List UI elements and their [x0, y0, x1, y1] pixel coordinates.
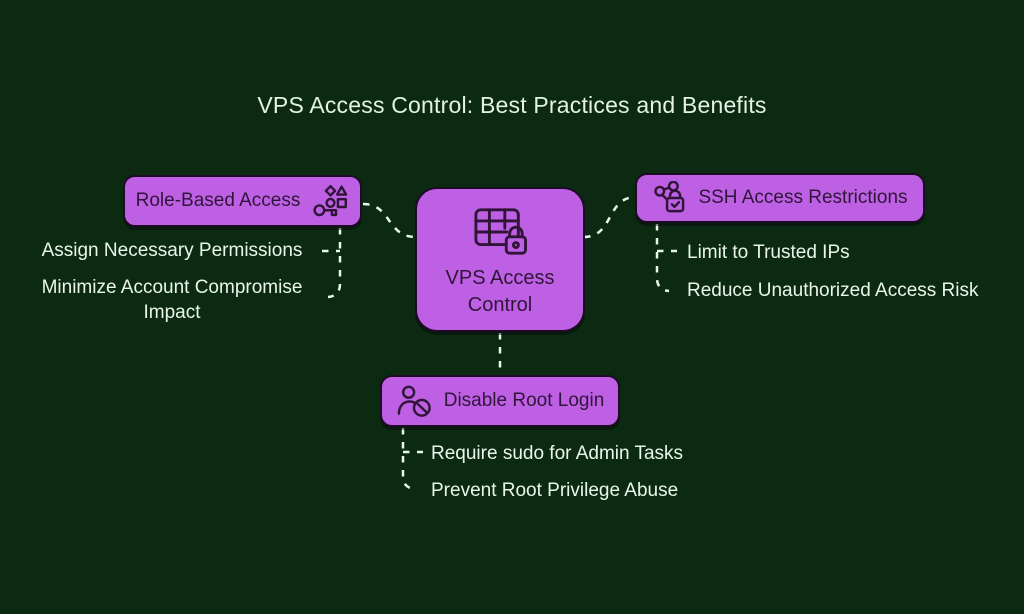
user-block-icon	[396, 384, 433, 418]
connector-left-to-center	[362, 202, 417, 239]
list-item: Limit to Trusted IPs	[687, 242, 850, 263]
connector-bottom-branch	[401, 428, 416, 491]
node-disable-root-login: Disable Root Login	[380, 375, 620, 427]
node-role-based-access: Role-Based Access	[123, 175, 362, 227]
list-item: Assign Necessary Permissions	[41, 240, 303, 261]
node-label: Role-Based Access	[135, 190, 301, 211]
page-title: VPS Access Control: Best Practices and B…	[257, 92, 767, 118]
ssh-access-restrictions-items: Limit to Trusted IPs Reduce Unauthorized…	[687, 240, 1017, 303]
connector-left-branch	[327, 228, 342, 299]
node-label: Disable Root Login	[443, 390, 605, 411]
database-lock-icon	[469, 205, 531, 259]
list-item: Minimize Account Compromise Impact	[41, 277, 303, 323]
role-based-access-items: Assign Necessary Permissions Minimize Ac…	[12, 238, 332, 325]
disable-root-login-items: Require sudo for Admin Tasks Prevent Roo…	[431, 441, 751, 503]
node-vps-access-control: VPS Access Control	[415, 187, 585, 332]
list-item: Require sudo for Admin Tasks	[431, 443, 684, 464]
list-item: Prevent Root Privilege Abuse	[431, 480, 679, 501]
node-label: SSH Access Restrictions	[698, 187, 908, 208]
node-label: VPS Access Control	[445, 266, 555, 316]
node-ssh-access-restrictions: SSH Access Restrictions	[635, 173, 925, 223]
connector-center-to-right	[583, 195, 637, 239]
list-item: Reduce Unauthorized Access Risk	[687, 280, 979, 301]
key-shapes-icon	[312, 184, 349, 218]
connector-right-branch	[655, 224, 670, 293]
share-lock-icon	[652, 181, 687, 215]
